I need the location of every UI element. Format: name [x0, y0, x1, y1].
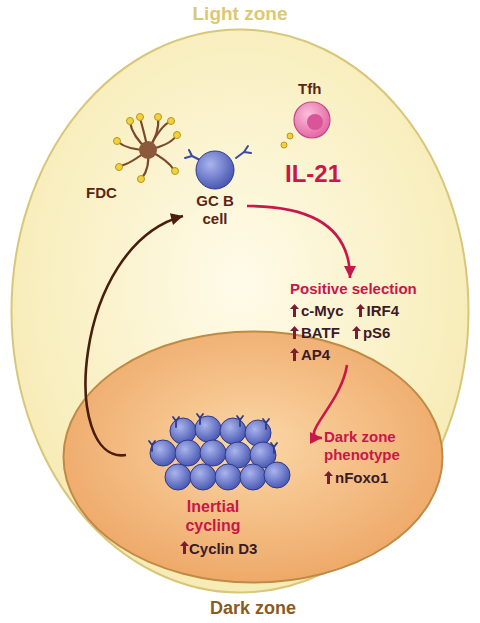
up-arrow: [324, 471, 333, 484]
free-label: Tfh: [298, 80, 321, 97]
gc-b-cell: GC B cell: [185, 148, 245, 228]
zone-title: Dark zone: [62, 598, 444, 618]
receptor: [263, 419, 269, 429]
cell-name: FDC: [86, 184, 117, 201]
marker-label: BATF: [301, 324, 340, 341]
marker-row: c-Myc IRF4: [290, 302, 417, 319]
free-label: FDC: [86, 184, 117, 201]
connector-line: [247, 206, 350, 278]
receptor: [237, 416, 243, 426]
up-arrow-shape: [290, 304, 299, 317]
marker-label: IRF4: [367, 302, 400, 319]
cell-name: Tfh: [298, 80, 321, 97]
gc-b-cell-shape: [185, 148, 245, 194]
connector: [247, 206, 356, 278]
b-cell: [215, 464, 241, 490]
marker-item: IRF4: [356, 302, 400, 319]
up-arrow-shape: [180, 541, 189, 554]
zone-ellipse: [12, 30, 469, 593]
up-arrow: [290, 348, 299, 361]
zone-title: Light zone: [10, 3, 470, 24]
marker-label: AP4: [301, 346, 330, 363]
up-arrow: [290, 304, 299, 317]
up-arrow: [180, 541, 189, 554]
marker-label: nFoxo1: [335, 469, 388, 486]
marker-item: c-Myc: [290, 302, 344, 319]
marker-item: pS6: [352, 324, 391, 341]
connector: [86, 213, 183, 455]
tfh-cell: [294, 102, 330, 138]
marker-item: AP4: [290, 346, 330, 363]
tfh-nucleus: [307, 114, 323, 130]
b-cell: [165, 464, 191, 490]
cell-name: Cyclin D3: [189, 540, 257, 557]
light-zone-region: Light zoneDark zoneDark zone phenotypenF…: [10, 28, 470, 594]
receptor: [173, 417, 179, 427]
up-arrow-shape: [290, 348, 299, 361]
cell-label: GC B cell: [185, 148, 245, 228]
connector-line: [86, 216, 183, 455]
b-cell: [170, 418, 196, 444]
b-cell: [245, 420, 271, 446]
receptor: [149, 441, 155, 451]
b-cell: [195, 416, 221, 442]
receptor: [271, 443, 277, 453]
fdc-body: [139, 141, 157, 159]
cluster-shape: [128, 415, 298, 497]
antigen-dot: [114, 114, 181, 183]
fdc-cell: [118, 118, 176, 178]
up-arrow: [352, 326, 361, 339]
marker-row: BATF pS6: [290, 324, 417, 341]
marker-row: AP4: [290, 346, 417, 363]
b-cell: [175, 440, 201, 466]
zone-ellipse: [64, 332, 443, 583]
b-cell: [240, 464, 266, 490]
marker-item: nFoxo1: [324, 469, 388, 486]
free-label: Cyclin D3: [180, 540, 257, 557]
cell-cluster: Inertial cycling: [128, 415, 298, 535]
b-cell: [150, 440, 176, 466]
tcr-contact: [281, 133, 293, 148]
process-title: Inertial cycling: [168, 415, 258, 535]
phenotype-box: Dark zone phenotype nFoxo1: [324, 428, 428, 486]
process-title: Positive selection: [290, 280, 417, 297]
up-arrow: [356, 304, 365, 317]
process-title: Dark zone phenotype: [324, 428, 428, 464]
b-cell: [220, 418, 246, 444]
arrow-head: [170, 213, 183, 225]
arrow-head: [344, 266, 356, 278]
marker-item: BATF: [290, 324, 340, 341]
marker-row: nFoxo1: [324, 469, 428, 486]
b-cell: [264, 462, 290, 488]
receptor: [197, 414, 203, 424]
edge-label: IL-21: [285, 160, 341, 188]
marker-label: c-Myc: [301, 302, 344, 319]
up-arrow-shape: [356, 304, 365, 317]
b-cell: [190, 464, 216, 490]
up-arrow: [290, 326, 299, 339]
up-arrow-shape: [324, 471, 333, 484]
arrow-head: [310, 432, 322, 444]
b-cell: [200, 440, 226, 466]
up-arrow-shape: [352, 326, 361, 339]
connector-line: [314, 365, 347, 438]
zone-outline: [10, 28, 470, 594]
selection-box: Positive selection c-Myc IRF4BATF pS6AP4: [290, 280, 417, 363]
marker-label: pS6: [363, 324, 391, 341]
b-cell: [196, 151, 234, 189]
up-arrow-shape: [290, 326, 299, 339]
